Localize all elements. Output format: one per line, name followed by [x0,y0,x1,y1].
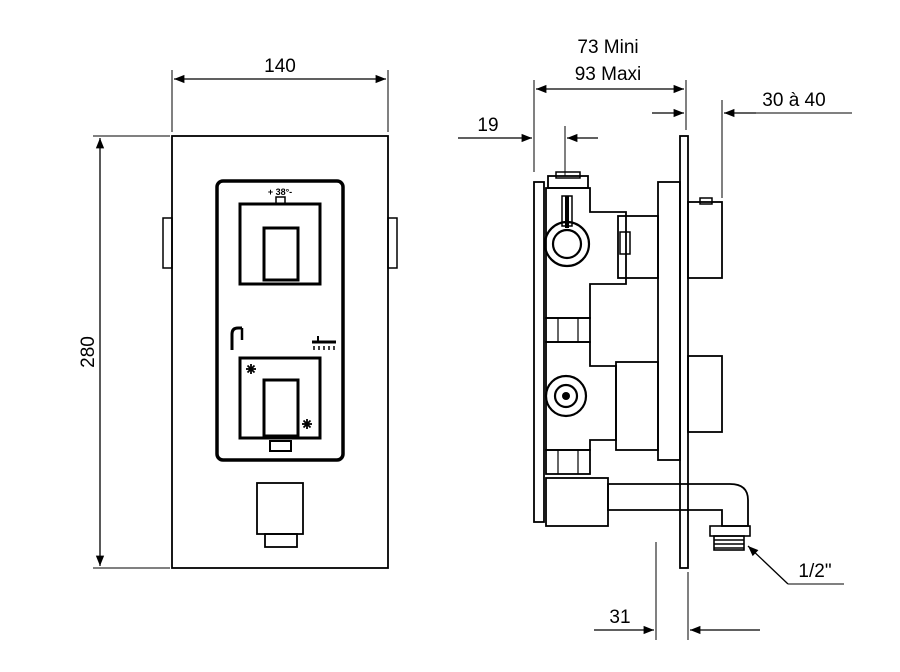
left-tab [162,217,173,269]
top-valve-body [543,171,659,319]
asterisk-icon [302,419,312,429]
bottom-handle-side [687,355,723,433]
dimension-width: 140 [171,56,389,132]
mounting-plate [533,181,545,523]
side-cover-plate [679,135,689,569]
asterisk-icon [246,364,256,374]
thermostat-handle [238,202,322,286]
dimension-wall-label: 30 à 40 [762,90,825,111]
dimension-offset-label: 19 [477,115,498,136]
plaster-guard [657,181,681,461]
temperature-label: + 38°- [268,187,292,197]
dimension-offset: 19 [458,115,598,176]
bottom-nut [545,449,591,475]
outlet-pipe [545,477,751,551]
top-handle-side [687,201,723,279]
bottom-valve-body [544,341,659,451]
dimension-bottom: 31 [594,542,760,640]
dimension-bottom-label: 31 [609,607,630,628]
right-tab [387,217,398,269]
front-view: 140 280 + 38°- [78,56,398,569]
middle-nut [545,317,591,343]
control-panel [215,179,345,462]
dimension-outlet: 1/2" [747,545,844,585]
outlet-thread [713,535,745,551]
side-view: 73 Mini 93 Maxi 19 30 à 40 [458,37,852,640]
panel-indicator [269,440,292,452]
dimension-height-label: 280 [78,336,99,368]
dimension-outlet-label: 1/2" [798,561,831,582]
dimension-depth: 73 Mini 93 Maxi [533,37,687,172]
dimension-height: 280 [78,135,170,569]
spout [256,482,304,548]
dimension-width-label: 140 [264,56,296,77]
dimension-depth-min-label: 73 Mini [577,37,638,58]
hand-shower-icon [230,326,244,350]
cover-plate [171,135,389,569]
shower-head-icon [312,336,336,350]
dimension-wall: 30 à 40 [652,90,852,198]
dimension-depth-max-label: 93 Maxi [575,64,642,85]
diverter-handle [238,356,322,440]
